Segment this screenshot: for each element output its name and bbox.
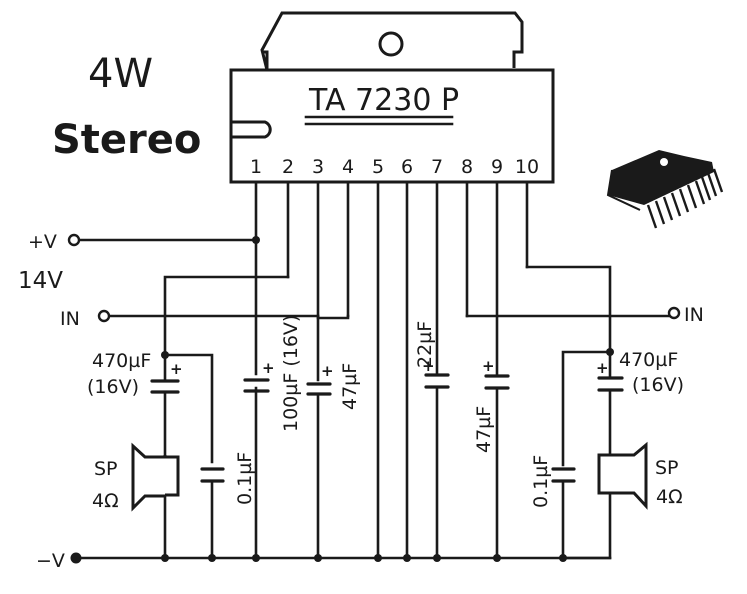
ic-package: TA 7230 P: [229, 68, 555, 184]
power-rating-title: 4W: [88, 51, 153, 97]
right-bypass-capacitor: [551, 467, 576, 560]
right-output-cap-rating: (16V): [632, 374, 684, 396]
pin-number-label: 7: [431, 156, 443, 178]
pin-number-label: 2: [282, 156, 294, 178]
right-speaker-label: SP: [655, 457, 679, 479]
right-output-cap-value: 470µF: [619, 349, 678, 371]
left-output-cap-value: 470µF: [92, 350, 151, 372]
left-output-capacitor: +: [150, 353, 183, 457]
pin9-cap-value: 47µF: [473, 406, 495, 453]
left-output-cap-rating: (16V): [87, 376, 139, 398]
stereo-title: Stereo: [52, 117, 201, 163]
supply-voltage-label: 14V: [18, 268, 63, 294]
ic-package-illustration-icon: [606, 150, 724, 229]
junction-dots: [161, 236, 614, 562]
pin7-cap-value: 22µF: [414, 321, 436, 368]
pin-number-label: 3: [312, 156, 324, 178]
left-input-label: IN: [60, 308, 80, 330]
pin-number-label: 8: [461, 156, 473, 178]
svg-text:+: +: [596, 359, 609, 377]
left-bypass-cap-value: 0.1µF: [234, 452, 256, 505]
right-input-label: IN: [684, 304, 704, 326]
supply-capacitor: +: [243, 359, 275, 393]
positive-supply-terminal[interactable]: [67, 233, 81, 247]
right-bypass-cap-value: 0.1µF: [530, 455, 552, 508]
left-bypass-capacitor: [200, 467, 225, 560]
svg-text:+: +: [262, 359, 275, 377]
routing-wires: [74, 238, 674, 560]
pin7-capacitor: +: [422, 357, 450, 389]
pin9-capacitor: +: [482, 357, 510, 390]
pin-number-label: 4: [342, 156, 354, 178]
left-speaker-label: SP: [94, 458, 118, 480]
svg-text:+: +: [422, 357, 435, 375]
left-speaker-impedance: 4Ω: [92, 490, 119, 512]
right-input-terminal[interactable]: [667, 306, 681, 320]
supply-cap-value: 100µF (16V): [280, 315, 302, 432]
svg-text:+: +: [170, 360, 183, 378]
pin4-capacitor: +: [306, 362, 334, 396]
right-output-capacitor: +: [596, 350, 624, 457]
ic-part-number: TA 7230 P: [308, 83, 459, 118]
left-speaker-icon: [131, 442, 180, 560]
negative-supply-terminal[interactable]: [70, 552, 82, 564]
pin-number-label: 5: [372, 156, 384, 178]
right-speaker-impedance: 4Ω: [656, 486, 683, 508]
pin-number-label: 1: [250, 156, 262, 178]
right-speaker-icon: [561, 441, 648, 560]
mounting-hole-icon: [378, 31, 404, 57]
negative-supply-label: −V: [36, 550, 65, 572]
ic-heatsink-tab: [260, 11, 524, 71]
positive-supply-label: +V: [28, 231, 57, 253]
svg-text:+: +: [482, 357, 495, 375]
svg-text:+: +: [321, 362, 334, 380]
pin-number-label: 9: [491, 156, 503, 178]
left-input-terminal[interactable]: [97, 309, 111, 323]
ic-notch-icon: [232, 120, 272, 139]
pin4-cap-value: 47µF: [339, 363, 361, 410]
pin-number-label: 10: [515, 156, 539, 178]
pin-number-label: 6: [401, 156, 413, 178]
